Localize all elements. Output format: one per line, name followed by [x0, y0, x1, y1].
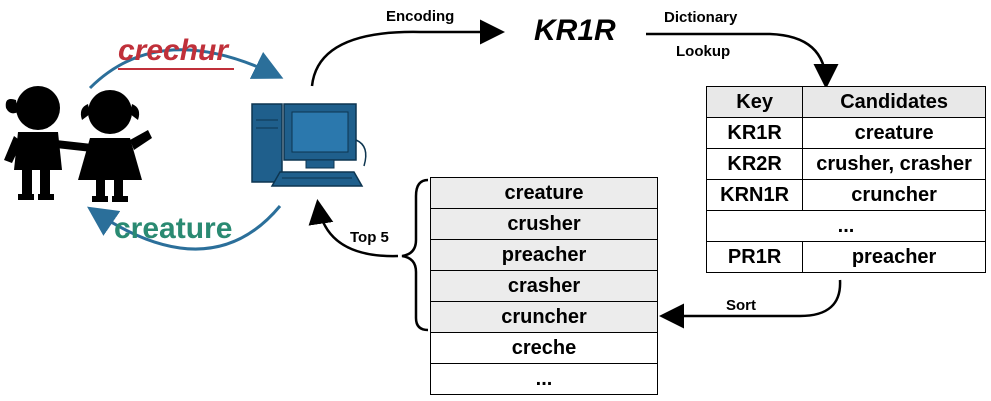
- ranked-word: crusher: [430, 208, 658, 240]
- encoding-arrow: [310, 19, 505, 87]
- spoken-word: crechur: [118, 34, 229, 67]
- lookup-label-line2: Lookup: [676, 43, 731, 60]
- phonetic-code: KR1R: [534, 14, 616, 47]
- ranked-candidates-table: creature crusher preacher crasher crunch…: [430, 177, 658, 395]
- ranked-word: creche: [430, 332, 658, 364]
- ranked-word: creature: [430, 177, 658, 209]
- dictionary-key: KR2R: [705, 148, 804, 180]
- ranked-row: cruncher: [430, 301, 658, 333]
- lookup-arrow: [646, 32, 839, 89]
- lookup-label-line1: Dictionary: [664, 9, 738, 26]
- top5-label: Top 5: [350, 229, 389, 246]
- ranked-word: cruncher: [430, 301, 658, 333]
- dictionary-key: KRN1R: [705, 179, 804, 211]
- dictionary-header-row: Key Candidates: [705, 86, 986, 118]
- dictionary-key: PR1R: [705, 241, 804, 273]
- sort-arrow: [659, 279, 842, 329]
- encoding-label: Encoding: [386, 8, 455, 25]
- ranked-word: ...: [430, 363, 658, 395]
- dictionary-candidates: creature: [802, 117, 986, 149]
- computer-icon: [251, 103, 367, 187]
- dictionary-key: KR1R: [705, 117, 804, 149]
- ranked-row: creche: [430, 332, 658, 364]
- dictionary-row: ...: [706, 210, 986, 242]
- dictionary-candidates: crusher, crasher: [802, 148, 986, 180]
- ranked-row: crasher: [430, 270, 658, 302]
- dictionary-candidates: cruncher: [802, 179, 986, 211]
- dictionary-row: KR1R creature: [705, 117, 986, 149]
- sort-label: Sort: [726, 297, 756, 314]
- dictionary-row: KRN1R cruncher: [705, 179, 986, 211]
- ranked-word: preacher: [430, 239, 658, 271]
- dictionary-table: Key Candidates KR1R creature KR2R crushe…: [705, 86, 986, 273]
- speech-arc: [88, 48, 284, 90]
- ranked-word: crasher: [430, 270, 658, 302]
- dictionary-row: KR2R crusher, crasher: [705, 148, 986, 180]
- ranked-row: ...: [430, 363, 658, 395]
- top5-brace: [401, 178, 429, 332]
- ranked-row: crusher: [430, 208, 658, 240]
- dictionary-candidates: preacher: [802, 241, 986, 273]
- dictionary-row: PR1R preacher: [705, 241, 986, 273]
- ranked-row: preacher: [430, 239, 658, 271]
- top5-arrow: [308, 199, 399, 258]
- returned-word: creature: [114, 212, 233, 245]
- dictionary-header-candidates: Candidates: [802, 86, 986, 118]
- response-arc: [87, 205, 282, 251]
- dictionary-header-key: Key: [705, 86, 804, 118]
- ranked-row: creature: [430, 177, 658, 209]
- dictionary-ellipsis: ...: [706, 210, 986, 242]
- children-silhouette-icon: [4, 86, 152, 202]
